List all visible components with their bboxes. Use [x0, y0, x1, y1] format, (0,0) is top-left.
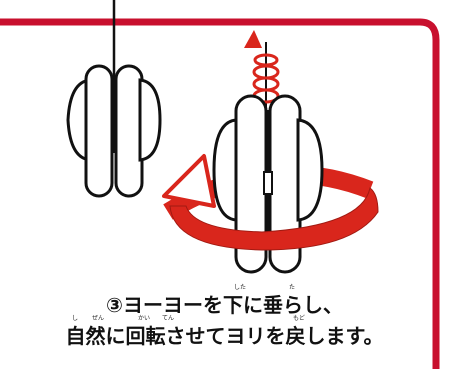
rotate-arrow-icon	[169, 187, 379, 251]
ruby-modo: もど	[293, 315, 305, 322]
caption-line-2: 自然に回転させてヨリを戻します。	[65, 324, 384, 348]
frame-border	[0, 18, 440, 369]
ruby-line-2: し ぜん かい てん もど	[0, 313, 449, 323]
spiral-up-arrow-icon	[244, 30, 280, 112]
ruby-line-1: した た	[0, 282, 449, 292]
ruby-zen: ぜん	[92, 315, 105, 322]
yoyo-hanging-icon	[66, 0, 162, 198]
yoyo-twisting-icon	[162, 30, 379, 274]
ruby-shi: し	[72, 315, 79, 322]
ruby-kai: かい	[138, 315, 151, 322]
ruby-ten: てん	[162, 315, 175, 322]
caption-line-1: ③ヨーヨーを下に垂らし、	[106, 293, 343, 317]
ruby-ta: た	[289, 284, 296, 291]
ruby-shita: した	[234, 284, 247, 291]
